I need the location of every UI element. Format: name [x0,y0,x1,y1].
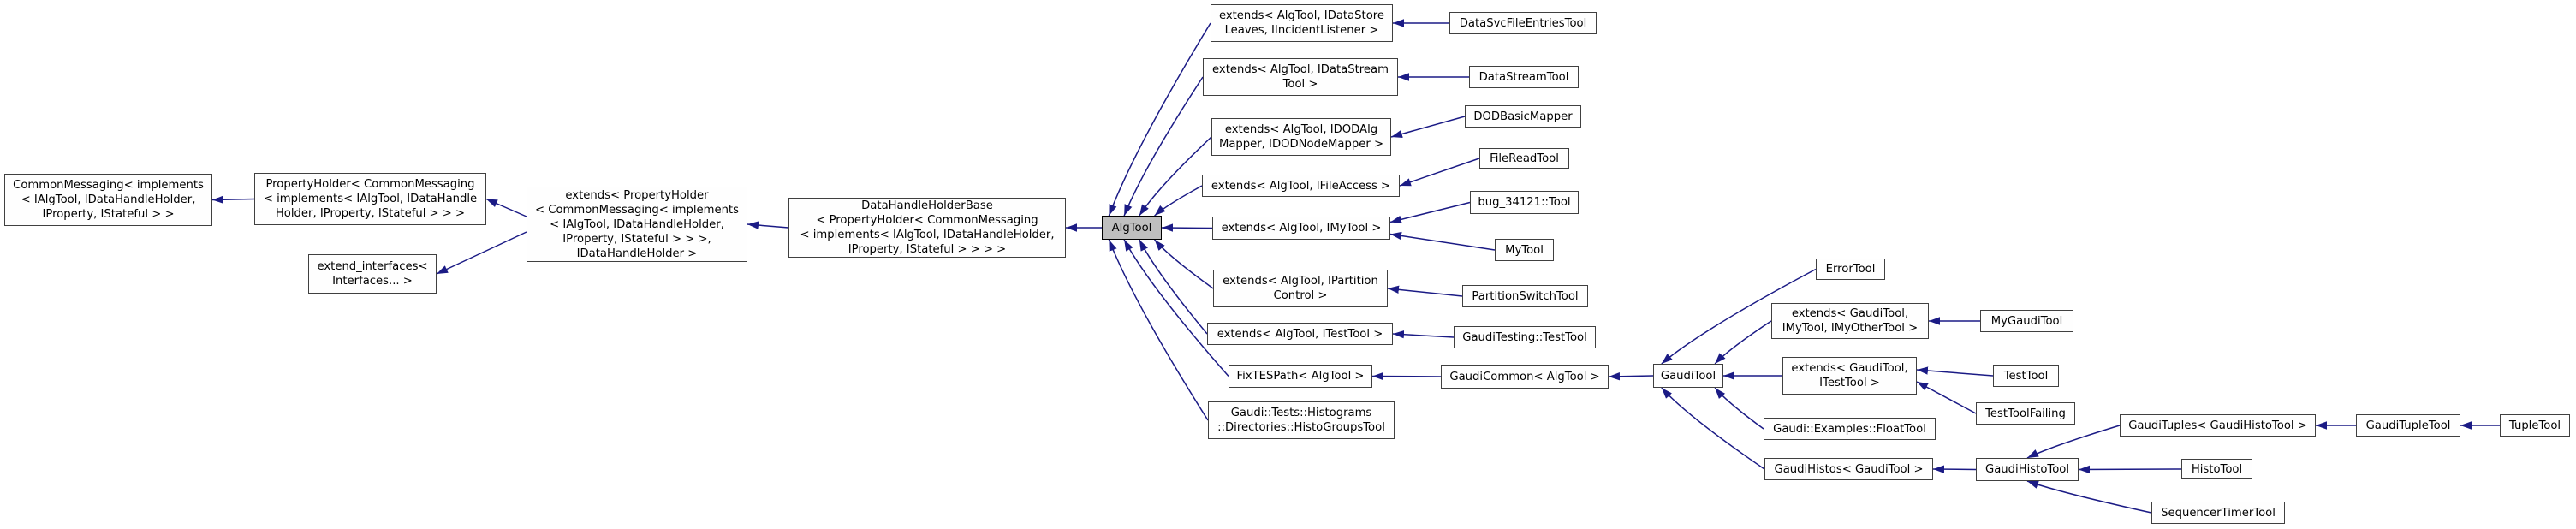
class-node-histo-tool[interactable]: HistoTool [2181,459,2252,479]
class-node-partition-switch-tool[interactable]: PartitionSwitchTool [1462,285,1588,307]
inheritance-edge-ext-gauditool-imytool-to-gaudi-tool [1714,320,1772,365]
inheritance-edge-ext-imytool-to-alg-tool [1161,223,1213,232]
class-node-float-tool[interactable]: Gaudi::Examples::FloatTool [1764,418,1936,440]
inheritance-edge-histo-groups-tool-to-alg-tool [1108,239,1209,421]
inheritance-edge-ext-idodalg-to-alg-tool [1139,136,1212,217]
class-node-dod-basic-mapper[interactable]: DODBasicMapper [1465,105,1581,128]
class-node-file-read-tool[interactable]: FileReadTool [1479,148,1569,169]
class-node-gaudi-testing-test-tool[interactable]: GaudiTesting::TestTool [1454,326,1596,348]
class-node-gaudi-histos[interactable]: GaudiHistos< GaudiTool > [1764,458,1933,480]
inheritance-edge-my-tool-to-ext-imytool [1389,231,1496,251]
inheritance-edge-dod-basic-mapper-to-ext-idodalg [1390,116,1466,139]
class-node-ext-gauditool-imytool[interactable]: extends< GaudiTool, IMyTool, IMyOtherToo… [1771,303,1929,339]
class-node-data-stream-tool[interactable]: DataStreamTool [1469,66,1579,88]
inheritance-edge-file-read-tool-to-ext-ifileaccess [1399,158,1480,187]
inheritance-edge-gaudi-histo-tool-to-gaudi-histos [1932,465,1977,473]
class-node-gaudi-tuple-tool[interactable]: GaudiTupleTool [2356,414,2460,437]
class-node-ext-gauditool-itesttool[interactable]: extends< GaudiTool, ITestTool > [1782,357,1917,395]
class-node-ext-imytool[interactable]: extends< AlgTool, IMyTool > [1212,217,1390,240]
inheritance-edge-ext-ifileaccess-to-alg-tool [1154,185,1203,217]
class-node-bug-34121-tool[interactable]: bug_34121::Tool [1470,191,1579,214]
class-node-test-tool[interactable]: TestTool [1993,365,2059,387]
inheritance-edge-property-holder-to-common-messaging [211,195,255,204]
inheritance-edge-ext-idatastore-to-alg-tool [1108,22,1211,217]
class-node-ext-idatastore[interactable]: extends< AlgTool, IDataStore Leaves, IIn… [1211,4,1393,42]
inheritance-edge-histo-tool-to-gaudi-histo-tool [2078,465,2182,474]
inheritance-edge-float-tool-to-gaudi-tool [1714,387,1764,430]
class-node-extend-interfaces[interactable]: extend_interfaces< Interfaces... > [308,254,437,294]
class-node-tuple-tool[interactable]: TupleTool [2500,414,2570,437]
class-node-ext-itesttool[interactable]: extends< AlgTool, ITestTool > [1207,323,1393,345]
inheritance-edge-ext-itesttool-to-alg-tool [1139,239,1208,335]
class-node-alg-tool[interactable]: AlgTool [1102,216,1162,240]
inheritance-edge-extends-property-holder-to-property-holder [485,198,527,217]
class-node-my-tool[interactable]: MyTool [1495,239,1554,261]
inheritance-edge-partition-switch-tool-to-ext-ipartition [1387,285,1463,297]
class-node-gaudi-tuples[interactable]: GaudiTuples< GaudiHistoTool > [2120,414,2316,437]
class-node-sequencer-timer-tool[interactable]: SequencerTimerTool [2151,502,2285,524]
class-node-ext-idatastream[interactable]: extends< AlgTool, IDataStream Tool > [1203,58,1398,96]
class-node-histo-groups-tool[interactable]: Gaudi::Tests::Histograms ::Directories::… [1208,401,1395,439]
class-node-my-gaudi-tool[interactable]: MyGaudiTool [1980,310,2073,332]
inheritance-edge-gaudi-histos-to-gaudi-tool [1661,387,1765,470]
class-node-common-messaging[interactable]: CommonMessaging< implements < IAlgTool, … [4,174,212,226]
class-node-ext-ipartition[interactable]: extends< AlgTool, IPartition Control > [1213,270,1388,307]
class-node-fix-tes-path[interactable]: FixTESPath< AlgTool > [1229,365,1372,388]
inheritance-edge-fix-tes-path-to-alg-tool [1123,239,1229,377]
class-node-ext-ifileaccess[interactable]: extends< AlgTool, IFileAccess > [1202,175,1400,197]
class-node-data-handle-holder-base[interactable]: DataHandleHolderBase < PropertyHolder< C… [788,198,1066,258]
inheritance-edge-ext-idatastream-to-alg-tool [1123,76,1204,217]
class-node-gaudi-tool[interactable]: GaudiTool [1653,364,1723,388]
class-node-ext-idodalg[interactable]: extends< AlgTool, IDODAlg Mapper, IDODNo… [1211,118,1391,156]
class-node-gaudi-histo-tool[interactable]: GaudiHistoTool [1976,458,2079,481]
inheritance-edge-gaudi-tuples-to-gaudi-histo-tool [2026,425,2121,459]
inheritance-edge-test-tool-failing-to-ext-gauditool-itesttool [1916,381,1977,414]
inheritance-edge-sequencer-timer-tool-to-gaudi-histo-tool [2026,480,2152,514]
class-node-data-svc-file-entries-tool[interactable]: DataSvcFileEntriesTool [1449,12,1597,34]
inheritance-edge-extends-property-holder-to-extend-interfaces [436,231,527,275]
inheritance-edge-error-tool-to-gaudi-tool [1661,268,1817,365]
inheritance-edge-data-handle-holder-base-to-extends-property-holder [747,221,789,229]
inheritance-edge-test-tool-to-ext-gauditool-itesttool [1916,366,1994,377]
inheritance-edge-gaudi-tool-to-gaudi-common [1608,372,1654,381]
inheritance-edge-bug-34121-tool-to-ext-imytool [1389,201,1471,223]
class-node-extends-property-holder[interactable]: extends< PropertyHolder < CommonMessagin… [527,187,747,262]
class-node-test-tool-failing[interactable]: TestToolFailing [1976,402,2075,425]
class-node-error-tool[interactable]: ErrorTool [1816,259,1885,280]
class-node-property-holder[interactable]: PropertyHolder< CommonMessaging < implem… [254,173,486,225]
inheritance-edge-gaudi-testing-test-tool-to-ext-itesttool [1392,330,1455,339]
inheritance-edge-ext-ipartition-to-alg-tool [1154,239,1214,289]
class-node-gaudi-common[interactable]: GaudiCommon< AlgTool > [1441,365,1609,389]
